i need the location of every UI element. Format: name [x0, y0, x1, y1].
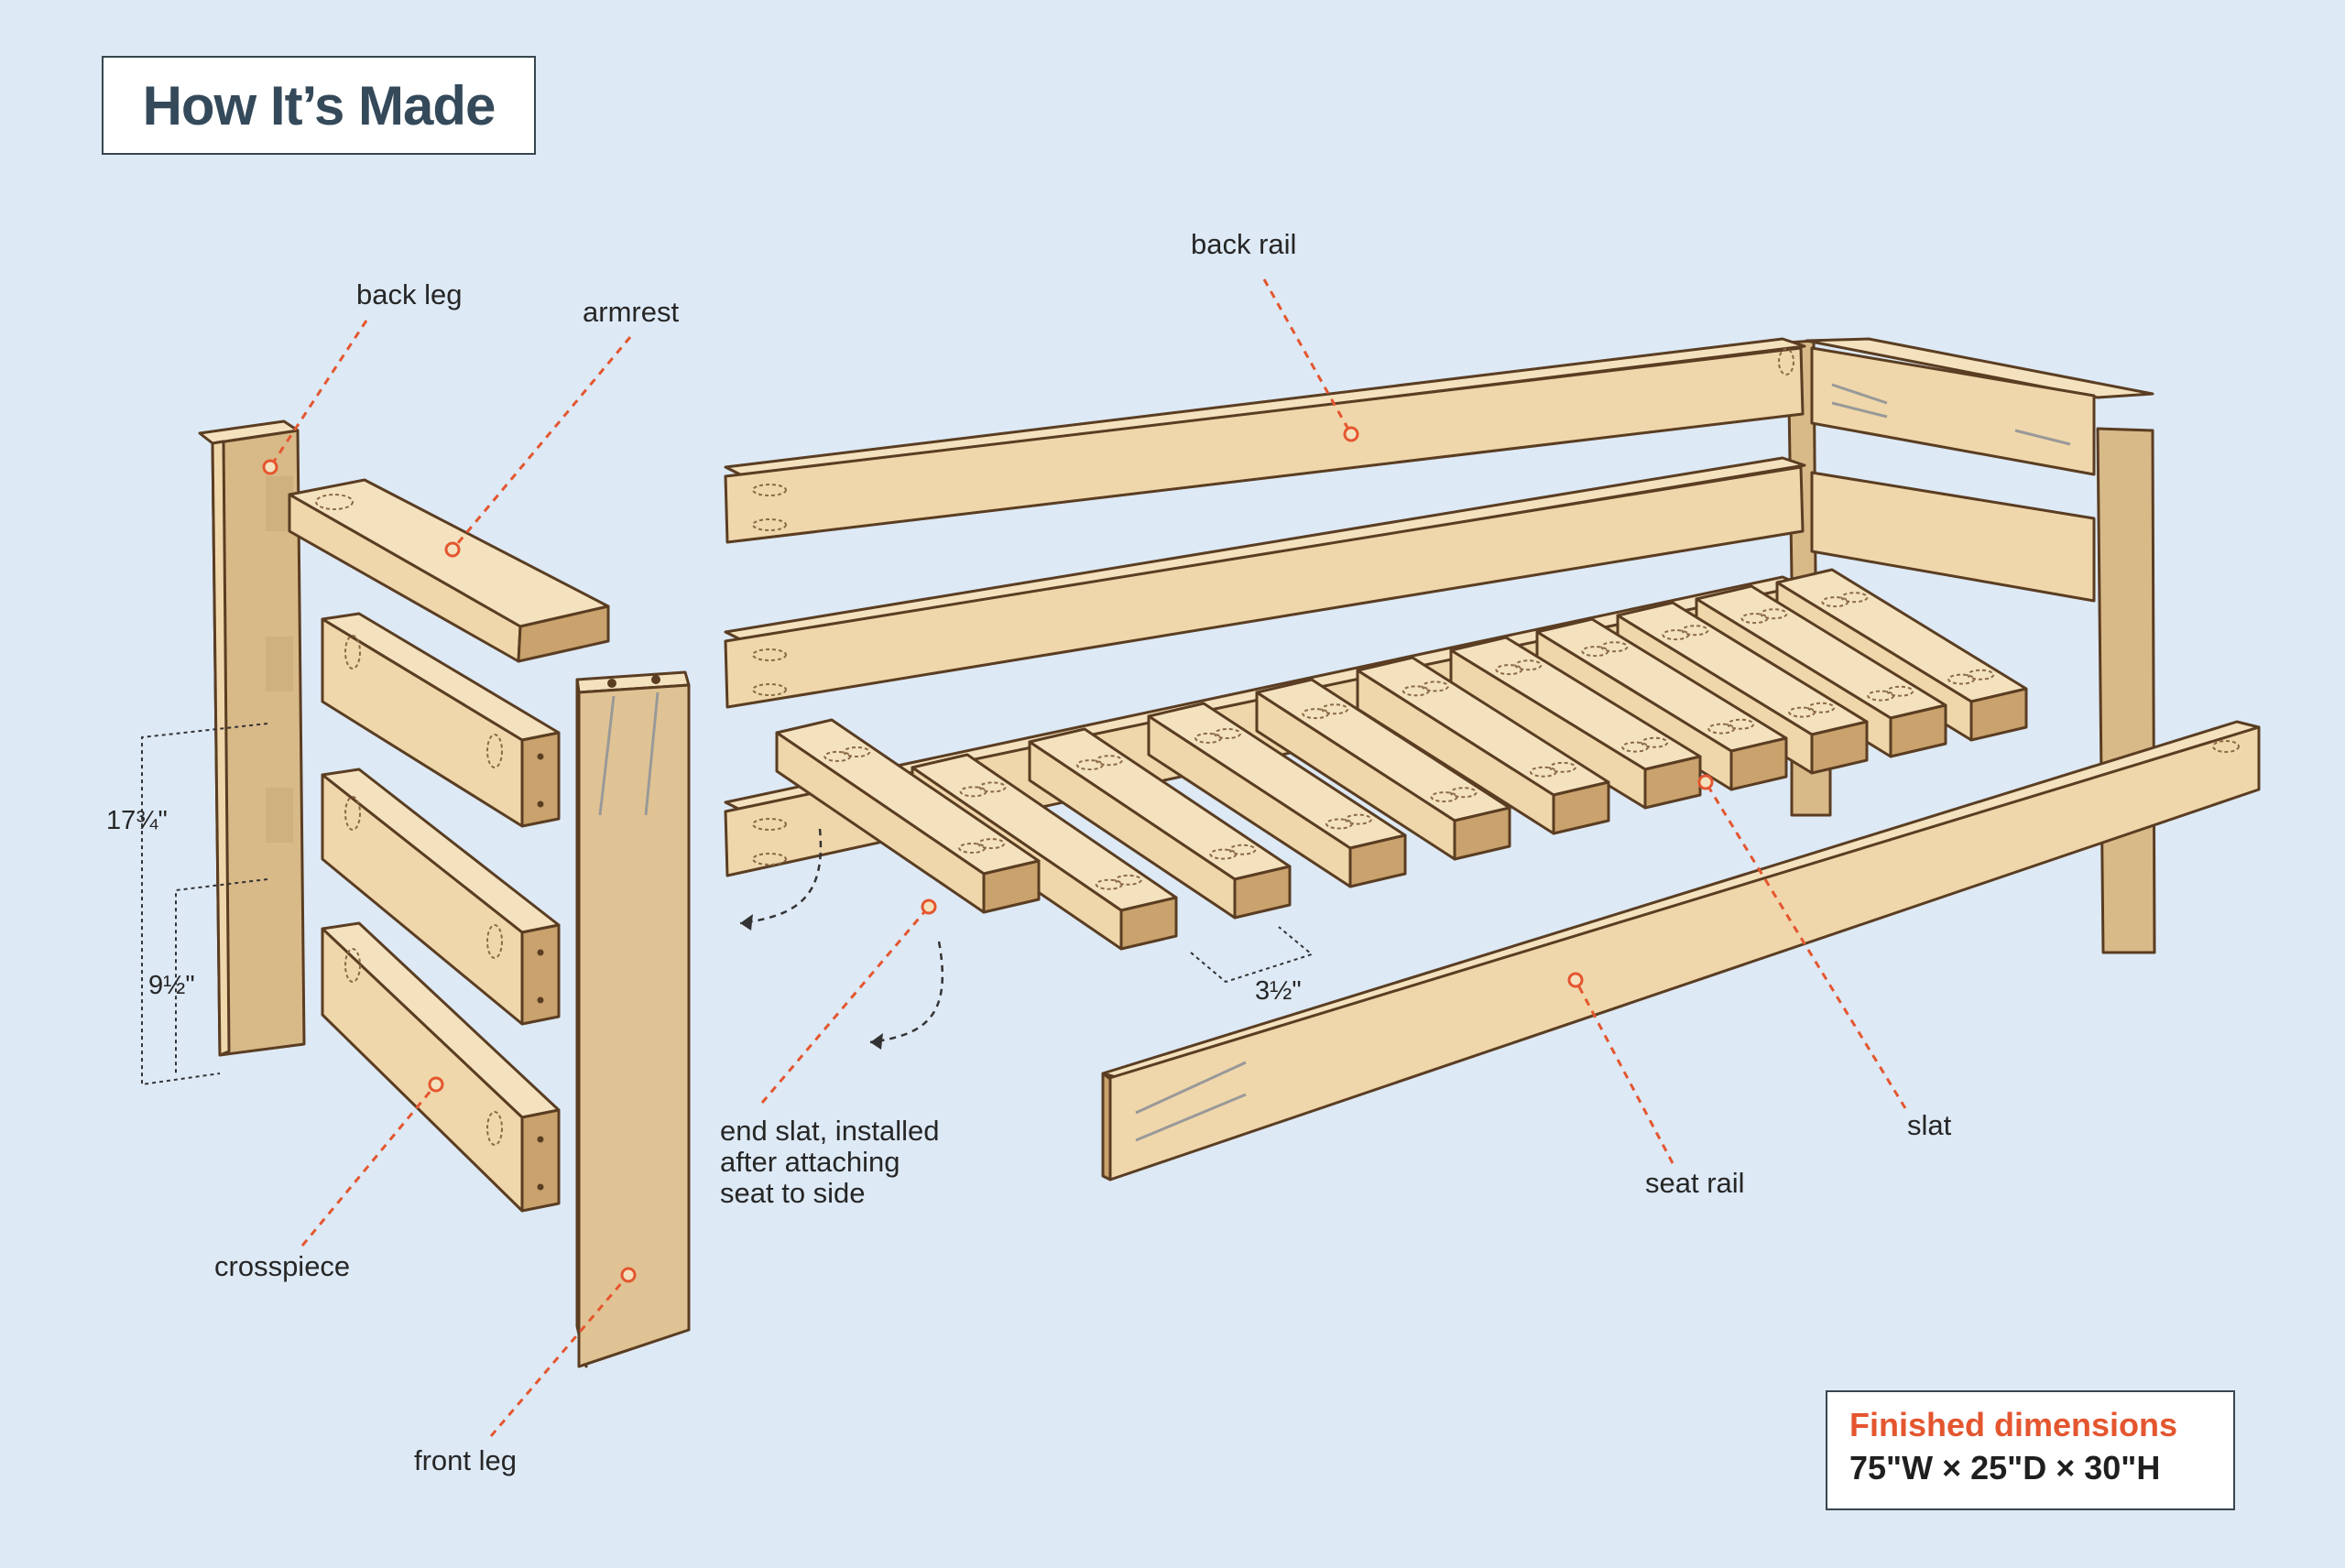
crosspiece-top — [321, 612, 561, 828]
slat — [1147, 702, 1407, 888]
title-box: How It’s Made — [102, 56, 536, 155]
end-slat — [775, 718, 1041, 914]
end-slat-install-arrows — [739, 828, 943, 1050]
callout-end-slat: end slat, installed after attaching seat… — [720, 1115, 940, 1209]
dimension-lower-label: 9½" — [148, 971, 195, 1000]
seat-rail-front — [1101, 720, 2261, 1181]
slats-group — [775, 568, 2028, 951]
crosspiece-bottom — [321, 921, 561, 1213]
page-title: How It’s Made — [142, 74, 496, 136]
back-leg — [198, 419, 306, 1057]
leader-lines — [262, 278, 1907, 1437]
finished-dimensions-box: Finished dimensions 75"W × 25"D × 30"H — [1826, 1390, 2235, 1510]
slat — [1449, 636, 1702, 810]
slat — [1255, 678, 1511, 861]
callout-front-leg: front leg — [414, 1444, 518, 1476]
callout-seat-rail: seat rail — [1645, 1167, 1745, 1199]
crosspiece-dimension-lines — [141, 723, 268, 1086]
slat-width-dimension — [1190, 926, 1314, 984]
finished-dimensions-value: 75"W × 25"D × 30"H — [1849, 1449, 2161, 1486]
callout-crosspiece: crosspiece — [214, 1250, 351, 1282]
callout-back-leg: back leg — [356, 278, 463, 310]
callout-back-rail: back rail — [1191, 228, 1297, 260]
slat — [1356, 656, 1610, 835]
back-rail-top — [724, 337, 1806, 544]
callout-armrest: armrest — [583, 296, 680, 328]
callout-slat: slat — [1907, 1109, 1952, 1141]
back-rail-middle — [724, 456, 1806, 709]
dimension-upper-label: 17¾" — [106, 806, 168, 835]
slat — [1028, 727, 1292, 920]
finished-dimensions-title: Finished dimensions — [1849, 1406, 2178, 1443]
dimension-slat-width-label: 3½" — [1255, 976, 1302, 1006]
front-leg — [575, 670, 691, 1368]
crosspiece-middle — [321, 768, 561, 1026]
